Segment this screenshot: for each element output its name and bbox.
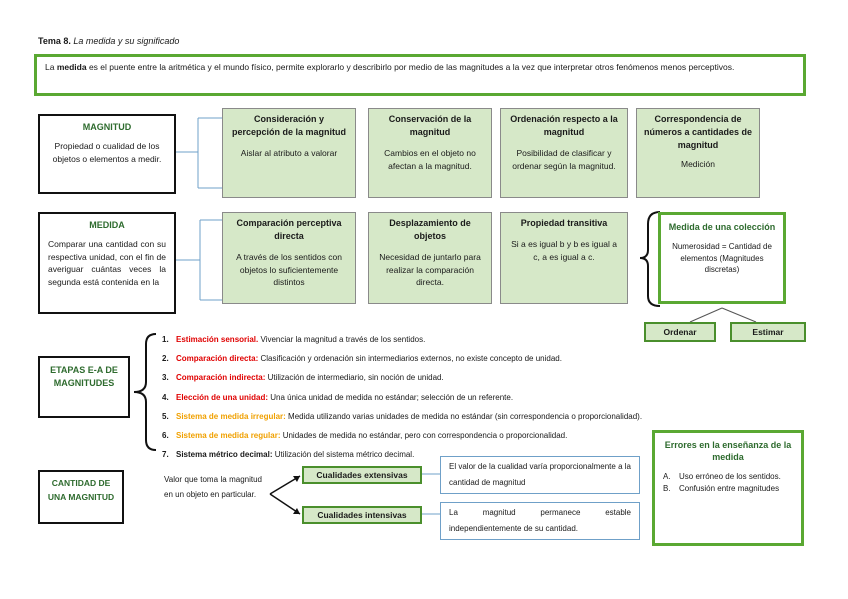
coleccion-box: Medida de una colección Numerosidad = Ca…	[658, 212, 786, 304]
list-item: 4.Elección de una unidad: Una única unid…	[162, 392, 514, 402]
arrow-ordenar	[689, 307, 723, 323]
cantidad-text: Valor que toma la magnitud en un objeto …	[164, 475, 262, 499]
cualidades-extensivas: Cualidades extensivas	[302, 466, 422, 484]
medida-card-3: Propiedad transitiva Si a es igual b y b…	[500, 212, 628, 304]
magnitud-card-3: Ordenación respecto a la magnitud Posibi…	[500, 108, 628, 198]
list-item: 5.Sistema de medida irregular: Medida ut…	[162, 411, 643, 421]
arrow-estimar	[721, 307, 757, 323]
list-item: 3.Comparación indirecta: Utilización de …	[162, 373, 444, 383]
intro-box: La medida es el puente entre la aritméti…	[34, 54, 806, 96]
magnitud-title: MAGNITUD	[82, 122, 132, 132]
list-item: A.Uso erróneo de los sentidos.	[663, 472, 781, 481]
etapas-list: 1.Estimación sensorial. Vivenciar la mag…	[162, 330, 642, 464]
medida-title: MEDIDA	[89, 220, 125, 230]
medida-box: MEDIDA Comparar una cantidad con su resp…	[38, 212, 176, 314]
page-title: Tema 8. La medida y su significado	[38, 36, 180, 46]
etapas-box: ETAPAS E-A DE MAGNITUDES	[38, 356, 130, 418]
coleccion-brace	[639, 211, 661, 307]
list-item: 1.Estimación sensorial. Vivenciar la mag…	[162, 335, 426, 344]
ordenar-box: Ordenar	[644, 322, 716, 342]
medida-card-2: Desplazamiento de objetos Necesidad de j…	[368, 212, 492, 304]
cualidades-intensivas: Cualidades intensivas	[302, 506, 422, 524]
estimar-box: Estimar	[730, 322, 806, 342]
magnitud-card-4: Correspondencia de números a cantidades …	[636, 108, 760, 198]
intensivas-description: La magnitud permanece estable independie…	[440, 502, 640, 540]
list-item: 6.Sistema de medida regular: Unidades de…	[162, 430, 568, 440]
extensivas-description: El valor de la cualidad varía proporcion…	[440, 456, 640, 494]
errores-box: Errores en la enseñanza de la medida A.U…	[652, 430, 804, 546]
list-item: B.Confusión entre magnitudes	[663, 483, 780, 493]
magnitud-card-1: Consideración y percepción de la magnitu…	[222, 108, 356, 198]
etapas-brace	[133, 333, 157, 451]
magnitud-box: MAGNITUD Propiedad o cualidad de los obj…	[38, 114, 176, 194]
list-item: 7.Sistema métrico decimal: Utilización d…	[162, 450, 415, 460]
medida-card-1: Comparación perceptiva directa A través …	[222, 212, 356, 304]
magnitud-card-2: Conservación de la magnitud Cambios en e…	[368, 108, 492, 198]
magnitud-text: Propiedad o cualidad de los objetos o el…	[52, 141, 162, 164]
arrow-intensivas	[269, 493, 301, 515]
medida-text: Comparar una cantidad con su respectiva …	[48, 239, 166, 287]
list-item: 2.Comparación directa: Clasificación y o…	[162, 354, 562, 364]
magnitud-connector	[176, 117, 222, 189]
cantidad-box: CANTIDAD DE UNA MAGNITUD	[38, 470, 124, 524]
medida-connector	[176, 219, 222, 301]
